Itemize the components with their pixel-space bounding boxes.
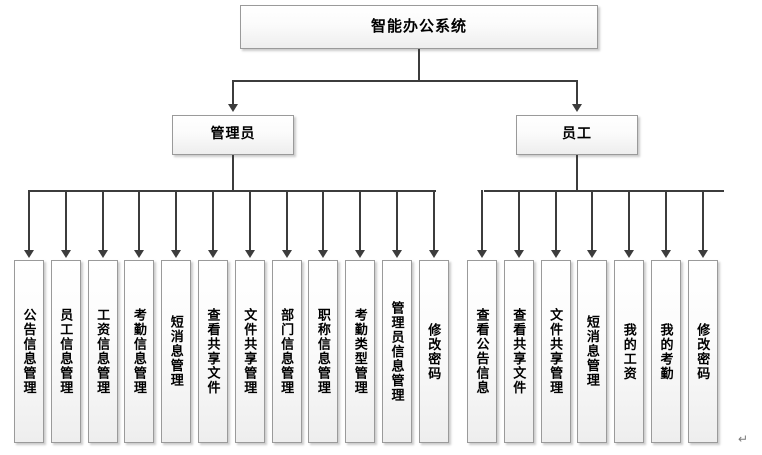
leaf-node-admin-8[interactable]: 部门信息管理 <box>271 260 302 443</box>
connector-root-stem <box>418 49 420 81</box>
leaf-node-label: 我的考勤 <box>658 322 674 381</box>
connector-admin-drop-10 <box>359 190 362 251</box>
connector-admin-bus <box>30 190 436 192</box>
leaf-node-label: 我的工资 <box>621 322 637 381</box>
leaf-node-admin-5[interactable]: 短消息管理 <box>161 260 192 443</box>
arrow-admin-to-leaf-3 <box>97 250 108 258</box>
arrow-admin-to-leaf-11 <box>392 250 402 258</box>
paragraph-mark: ↵ <box>738 432 749 446</box>
arrow-employee-to-leaf-5 <box>624 250 635 258</box>
connector-admin-drop-3 <box>101 190 104 251</box>
connector-employee-drop-7 <box>701 190 704 251</box>
leaf-node-label: 短消息管理 <box>168 315 184 388</box>
leaf-node-label: 文件共享管理 <box>242 308 258 395</box>
root-node-smart-office-system[interactable]: 智能办公系统 <box>240 5 598 49</box>
connector-employee-drop-6 <box>665 190 667 251</box>
leaf-node-label: 职称信息管理 <box>315 308 331 395</box>
connector-employee-stem <box>576 155 578 191</box>
connector-admin-drop-1 <box>28 190 30 251</box>
leaf-node-employee-6[interactable]: 我的考勤 <box>651 260 681 443</box>
connector-admin-drop-5 <box>175 190 178 251</box>
leaf-node-admin-9[interactable]: 职称信息管理 <box>308 260 339 443</box>
leaf-node-employee-5[interactable]: 我的工资 <box>614 260 645 443</box>
leaf-node-admin-4[interactable]: 考勤信息管理 <box>124 260 155 443</box>
leaf-node-employee-2[interactable]: 查看共享文件 <box>503 260 534 443</box>
role-node-employee-label: 员工 <box>562 127 592 143</box>
leaf-node-admin-12[interactable]: 修改密码 <box>418 260 449 443</box>
leaf-node-admin-3[interactable]: 工资信息管理 <box>87 260 118 443</box>
arrow-admin-to-leaf-12 <box>428 250 439 258</box>
arrow-admin-to-leaf-5 <box>171 250 182 258</box>
arrow-root-to-employee <box>572 104 582 112</box>
connector-employee-drop-3 <box>554 190 557 251</box>
leaf-node-label: 查看共享文件 <box>205 308 221 395</box>
leaf-node-label: 员工信息管理 <box>58 308 74 395</box>
connector-admin-drop-4 <box>138 190 141 251</box>
arrow-employee-to-leaf-2 <box>513 250 524 258</box>
leaf-node-label: 工资信息管理 <box>95 308 111 395</box>
arrow-employee-to-leaf-4 <box>587 250 598 258</box>
connector-employee-bus <box>484 190 724 192</box>
leaf-node-label: 修改密码 <box>426 322 442 381</box>
connector-admin-stem <box>232 155 234 191</box>
leaf-node-employee-7[interactable]: 修改密码 <box>687 260 718 443</box>
leaf-node-admin-1[interactable]: 公告信息管理 <box>14 260 44 443</box>
arrow-admin-to-leaf-1 <box>24 250 34 258</box>
leaf-node-label: 公告信息管理 <box>21 308 37 395</box>
leaf-node-admin-10[interactable]: 考勤类型管理 <box>345 260 376 443</box>
arrow-admin-to-leaf-9 <box>318 250 329 258</box>
arrow-admin-to-leaf-10 <box>355 250 366 258</box>
leaf-node-employee-1[interactable]: 查看公告信息 <box>467 260 497 443</box>
leaf-node-label: 考勤类型管理 <box>352 308 368 395</box>
connector-root-to-employee <box>576 80 578 106</box>
arrow-admin-to-leaf-8 <box>281 250 292 258</box>
leaf-node-label: 修改密码 <box>695 322 711 381</box>
connector-admin-drop-6 <box>212 190 214 251</box>
leaf-node-label: 部门信息管理 <box>279 308 295 395</box>
role-node-employee[interactable]: 员工 <box>516 115 638 155</box>
connector-employee-drop-5 <box>628 190 631 251</box>
arrow-admin-to-leaf-2 <box>60 250 71 258</box>
arrow-admin-to-leaf-6 <box>208 250 218 258</box>
leaf-node-label: 文件共享管理 <box>548 308 564 395</box>
arrow-employee-to-leaf-3 <box>550 250 561 258</box>
leaf-node-label: 考勤信息管理 <box>131 308 147 395</box>
role-node-admin-label: 管理员 <box>210 127 256 143</box>
role-node-admin[interactable]: 管理员 <box>172 115 294 155</box>
arrow-employee-to-leaf-1 <box>477 250 487 258</box>
connector-root-bus <box>233 80 578 82</box>
leaf-node-label: 管理员信息管理 <box>389 300 405 403</box>
connector-employee-drop-2 <box>517 190 520 251</box>
leaf-node-label: 查看公告信息 <box>474 308 490 395</box>
arrow-employee-to-leaf-7 <box>697 250 708 258</box>
arrow-root-to-admin <box>228 104 238 112</box>
leaf-node-label: 短消息管理 <box>584 315 600 388</box>
connector-admin-drop-8 <box>285 190 288 251</box>
leaf-node-admin-7[interactable]: 文件共享管理 <box>234 260 265 443</box>
connector-root-to-admin <box>232 80 234 106</box>
leaf-node-admin-11[interactable]: 管理员信息管理 <box>382 260 412 443</box>
arrow-employee-to-leaf-6 <box>661 250 671 258</box>
leaf-node-admin-2[interactable]: 员工信息管理 <box>50 260 81 443</box>
leaf-node-admin-6[interactable]: 查看共享文件 <box>198 260 228 443</box>
connector-admin-drop-7 <box>248 190 251 251</box>
connector-employee-drop-4 <box>591 190 594 251</box>
connector-admin-drop-2 <box>64 190 67 251</box>
leaf-node-label: 查看共享文件 <box>511 308 527 395</box>
connector-admin-drop-12 <box>432 190 435 251</box>
connector-admin-drop-11 <box>396 190 398 251</box>
root-node-label: 智能办公系统 <box>370 18 467 35</box>
leaf-node-employee-3[interactable]: 文件共享管理 <box>540 260 571 443</box>
connector-admin-drop-9 <box>322 190 325 251</box>
leaf-node-employee-4[interactable]: 短消息管理 <box>577 260 608 443</box>
connector-employee-drop-1 <box>481 190 483 251</box>
arrow-admin-to-leaf-4 <box>134 250 145 258</box>
arrow-admin-to-leaf-7 <box>244 250 255 258</box>
